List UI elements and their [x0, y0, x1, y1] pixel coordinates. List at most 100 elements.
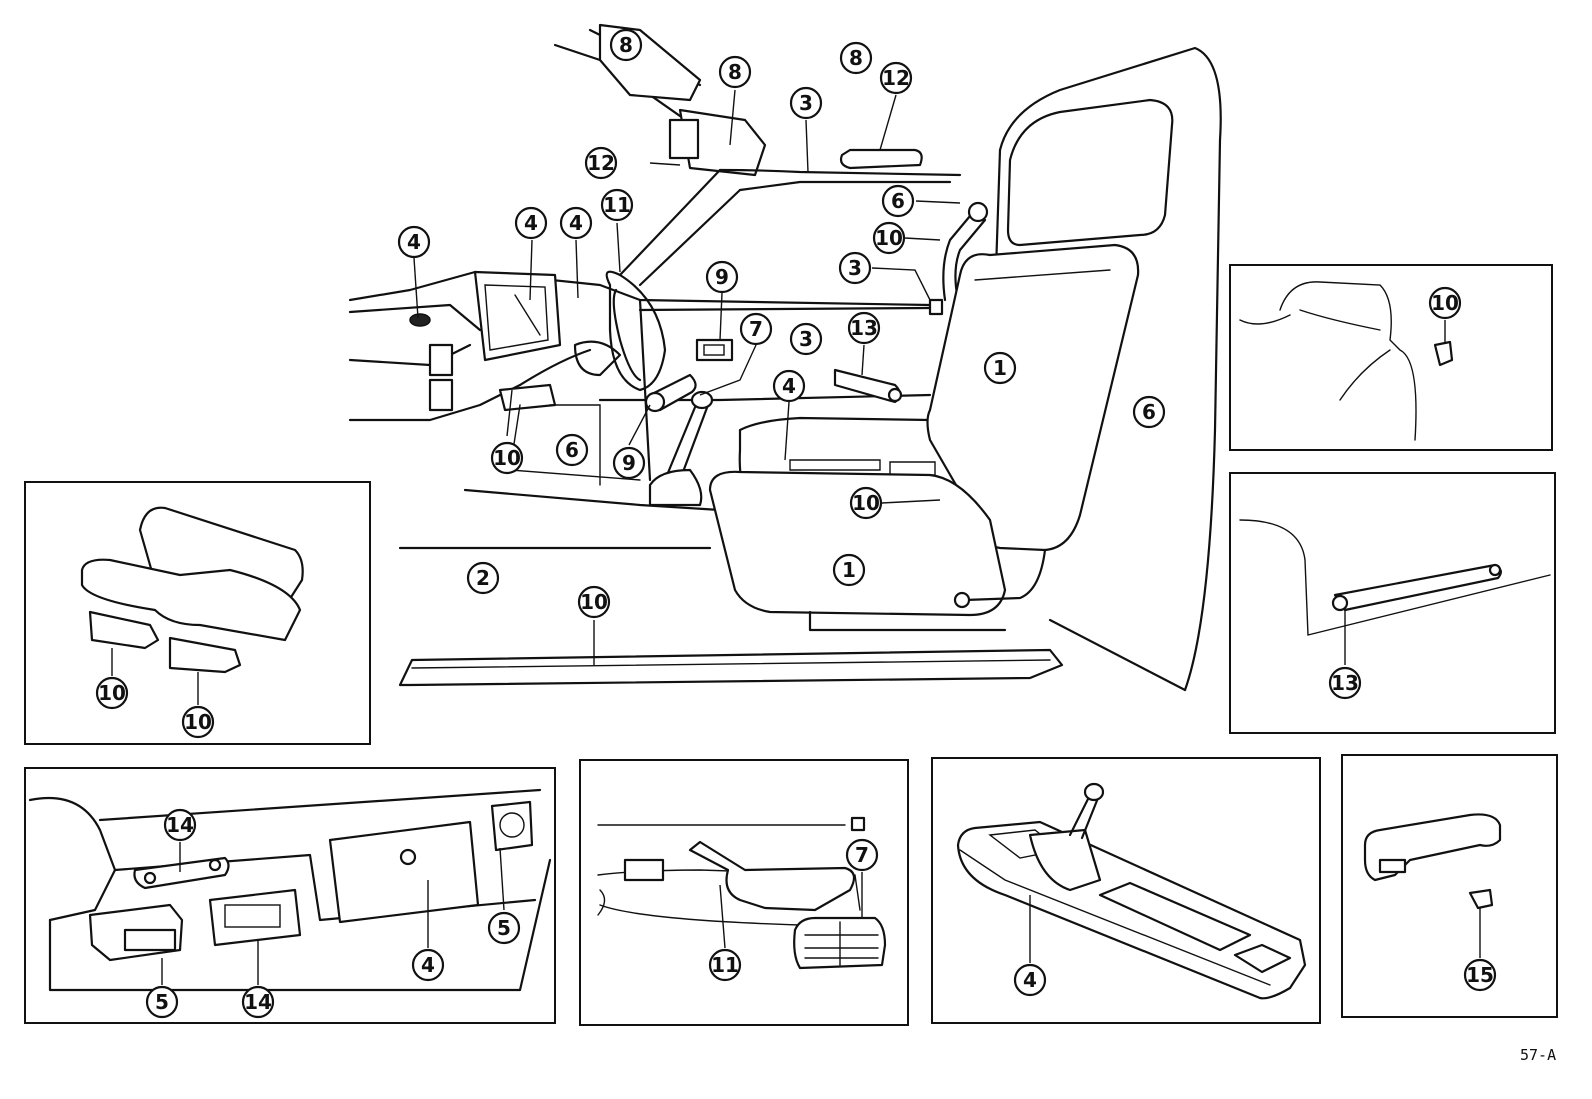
callout-1: 1 — [983, 351, 1017, 385]
svg-text:10: 10 — [184, 710, 212, 734]
svg-text:5: 5 — [155, 990, 169, 1014]
svg-text:9: 9 — [715, 265, 729, 289]
bracket-14b — [208, 888, 302, 947]
svg-text:4: 4 — [524, 211, 538, 235]
leader-lines — [413, 89, 961, 665]
callout-2: 2 — [466, 561, 500, 595]
callout-13: 13 — [847, 311, 881, 345]
callout-14: 14 — [241, 985, 275, 1019]
seat-cushion — [708, 470, 1007, 617]
callout-4: 4 — [411, 948, 445, 982]
callout-10: 10 — [490, 441, 524, 475]
assist-grip — [839, 148, 923, 170]
callout-14: 14 — [163, 808, 197, 842]
callout-6: 6 — [1132, 395, 1166, 429]
grip-clip — [1468, 888, 1494, 910]
callout-10: 10 — [181, 705, 215, 739]
svg-text:10: 10 — [1431, 291, 1459, 315]
svg-text:7: 7 — [749, 317, 763, 341]
svg-text:5: 5 — [497, 916, 511, 940]
callout-8: 8 — [609, 28, 643, 62]
callout-4: 4 — [1013, 963, 1047, 997]
svg-text:15: 15 — [1466, 963, 1494, 987]
svg-text:2: 2 — [476, 566, 490, 590]
callout-10: 10 — [849, 486, 883, 520]
svg-text:6: 6 — [1142, 400, 1156, 424]
svg-text:4: 4 — [421, 953, 435, 977]
callout-3: 3 — [789, 86, 823, 120]
callout-7: 7 — [739, 312, 773, 346]
svg-text:14: 14 — [244, 990, 272, 1014]
callout-12: 12 — [879, 61, 913, 95]
svg-text:9: 9 — [622, 451, 636, 475]
callout-9: 9 — [705, 260, 739, 294]
callout-13: 13 — [1328, 666, 1362, 700]
inset-bench-seat — [24, 481, 371, 745]
svg-text:11: 11 — [603, 193, 631, 217]
svg-text:14: 14 — [166, 813, 194, 837]
inset-door-panel — [579, 759, 909, 1026]
svg-text:3: 3 — [848, 256, 862, 280]
svg-text:7: 7 — [855, 843, 869, 867]
svg-text:10: 10 — [98, 681, 126, 705]
inset-door-pull — [1229, 472, 1556, 734]
svg-text:12: 12 — [882, 66, 910, 90]
svg-text:11: 11 — [711, 953, 739, 977]
svg-text:4: 4 — [569, 211, 583, 235]
svg-text:3: 3 — [799, 327, 813, 351]
callout-6: 6 — [881, 184, 915, 218]
svg-text:8: 8 — [728, 60, 742, 84]
callout-4: 4 — [397, 225, 431, 259]
seat-back — [926, 243, 1140, 552]
callout-10: 10 — [872, 221, 906, 255]
callout-7: 7 — [845, 838, 879, 872]
callout-5: 5 — [145, 985, 179, 1019]
svg-text:13: 13 — [1331, 671, 1359, 695]
svg-text:6: 6 — [891, 189, 905, 213]
svg-text:10: 10 — [852, 491, 880, 515]
armrest-bracket — [688, 840, 856, 912]
callout-3: 3 — [789, 322, 823, 356]
callout-9: 9 — [612, 446, 646, 480]
callout-3: 3 — [838, 251, 872, 285]
callout-8: 8 — [839, 41, 873, 75]
callout-4: 4 — [559, 206, 593, 240]
callout-15: 15 — [1463, 958, 1497, 992]
svg-text:4: 4 — [1023, 968, 1037, 992]
inset-console — [931, 757, 1321, 1024]
svg-text:1: 1 — [842, 558, 856, 582]
callout-5: 5 — [487, 911, 521, 945]
rear-window — [1006, 98, 1174, 247]
seat-hinge-cover-b — [168, 636, 242, 674]
callout-8: 8 — [718, 55, 752, 89]
inset-dashboard — [24, 767, 556, 1024]
inset-seat-hook — [1229, 264, 1553, 451]
callout-4: 4 — [514, 206, 548, 240]
scuff-plate — [398, 648, 1064, 687]
svg-text:8: 8 — [849, 46, 863, 70]
svg-text:10: 10 — [875, 226, 903, 250]
glove-box — [328, 820, 480, 924]
callout-11: 11 — [708, 948, 742, 982]
door-switch — [695, 338, 734, 362]
callout-10: 10 — [577, 585, 611, 619]
callouts: 8 8 8 12 3 12 6 10 3 11 4 4 4 9 7 3 13 4… — [95, 28, 1497, 1019]
main-cab-illustration — [348, 23, 1222, 692]
visor-clip — [668, 118, 700, 160]
svg-text:4: 4 — [407, 230, 421, 254]
callout-10: 10 — [1428, 286, 1462, 320]
callout-10: 10 — [95, 676, 129, 710]
bracket-14a — [133, 856, 230, 890]
callout-1: 1 — [832, 553, 866, 587]
speaker-grille — [490, 800, 534, 852]
svg-text:10: 10 — [580, 590, 608, 614]
callout-12: 12 — [584, 146, 618, 180]
instrument-cluster — [473, 270, 562, 362]
seat-hinge-cover-a — [88, 610, 160, 650]
svg-text:1: 1 — [993, 356, 1007, 380]
callout-11: 11 — [600, 188, 634, 222]
svg-text:8: 8 — [619, 33, 633, 57]
svg-text:12: 12 — [587, 151, 615, 175]
svg-text:13: 13 — [850, 316, 878, 340]
svg-text:3: 3 — [799, 91, 813, 115]
